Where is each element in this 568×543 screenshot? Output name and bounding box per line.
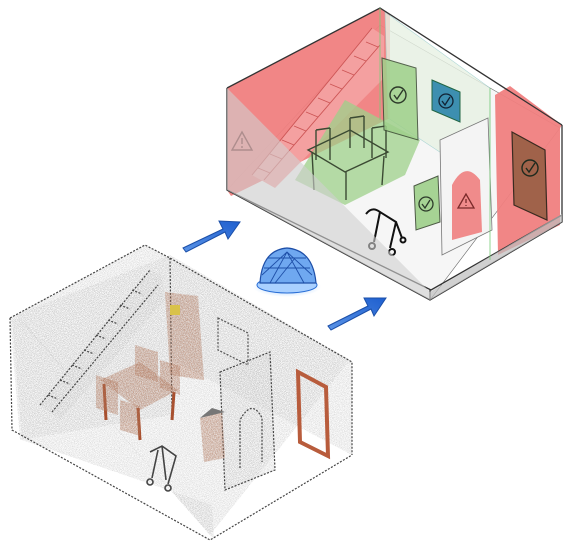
point-cloud-partition	[219, 351, 276, 491]
point-cloud-staircase	[39, 269, 165, 420]
model-door-safe	[511, 130, 548, 221]
model-stove-safe	[413, 175, 441, 231]
point-cloud-walker-icon	[146, 445, 177, 492]
semantic-model-room	[226, 7, 563, 301]
checkmark-circle-icon	[389, 86, 407, 104]
checkmark-circle-icon	[418, 196, 434, 212]
model-arch-doorway-hazard	[452, 171, 482, 240]
mesh-dome-icon	[253, 247, 321, 297]
point-cloud-sink	[200, 410, 225, 462]
warning-triangle-icon	[456, 192, 476, 209]
model-cabinet-safe	[381, 57, 419, 141]
model-window-safe	[431, 79, 461, 123]
arrow-to-model-upper	[182, 220, 241, 253]
checkmark-circle-icon	[521, 159, 539, 177]
model-partition	[439, 117, 493, 256]
point-cloud-table-set	[96, 345, 180, 441]
point-cloud-window	[217, 317, 249, 366]
checkmark-circle-icon	[438, 93, 454, 109]
point-cloud-door	[295, 368, 331, 460]
point-cloud-room	[9, 244, 353, 541]
arrow-to-model-lower	[327, 297, 387, 331]
point-cloud-shelf-object	[170, 305, 180, 315]
point-cloud-front-wall	[12, 318, 214, 540]
